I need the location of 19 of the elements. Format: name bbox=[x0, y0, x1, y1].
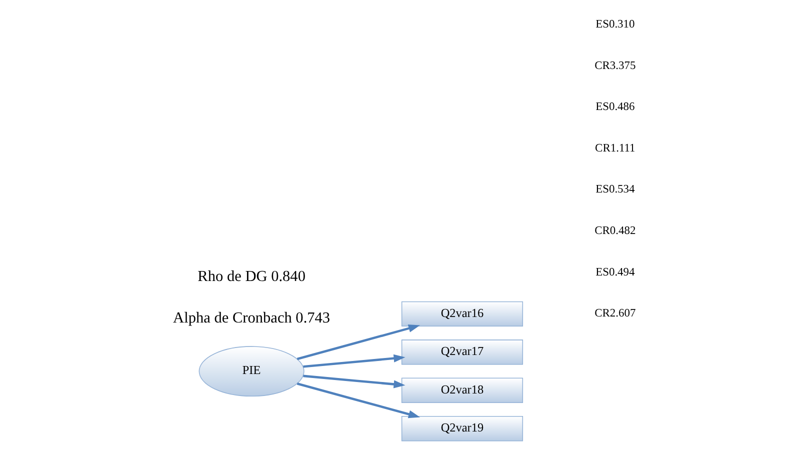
label: ES0.486 bbox=[596, 101, 635, 114]
label: CR0.482 bbox=[594, 225, 636, 238]
node-ellipse: PIE bbox=[198, 346, 304, 397]
arrow bbox=[303, 354, 406, 368]
label: Rho de DG 0.840 bbox=[198, 268, 306, 286]
label: CR3.375 bbox=[594, 60, 636, 72]
node-box: Q2var19 bbox=[401, 416, 524, 442]
label: ES0.534 bbox=[596, 184, 635, 196]
label: ES0.310 bbox=[596, 18, 635, 31]
arrow bbox=[296, 324, 420, 360]
arrow bbox=[303, 374, 406, 388]
label: ES0.494 bbox=[596, 266, 635, 278]
node-box: O2var18 bbox=[401, 378, 524, 404]
node-box: Q2var16 bbox=[401, 301, 524, 327]
arrow bbox=[296, 382, 420, 418]
node-box: Q2var17 bbox=[401, 340, 524, 365]
label: CR1.111 bbox=[595, 142, 636, 154]
label: CR2.607 bbox=[594, 308, 636, 320]
label: Alpha de Cronbach 0.743 bbox=[173, 309, 330, 326]
